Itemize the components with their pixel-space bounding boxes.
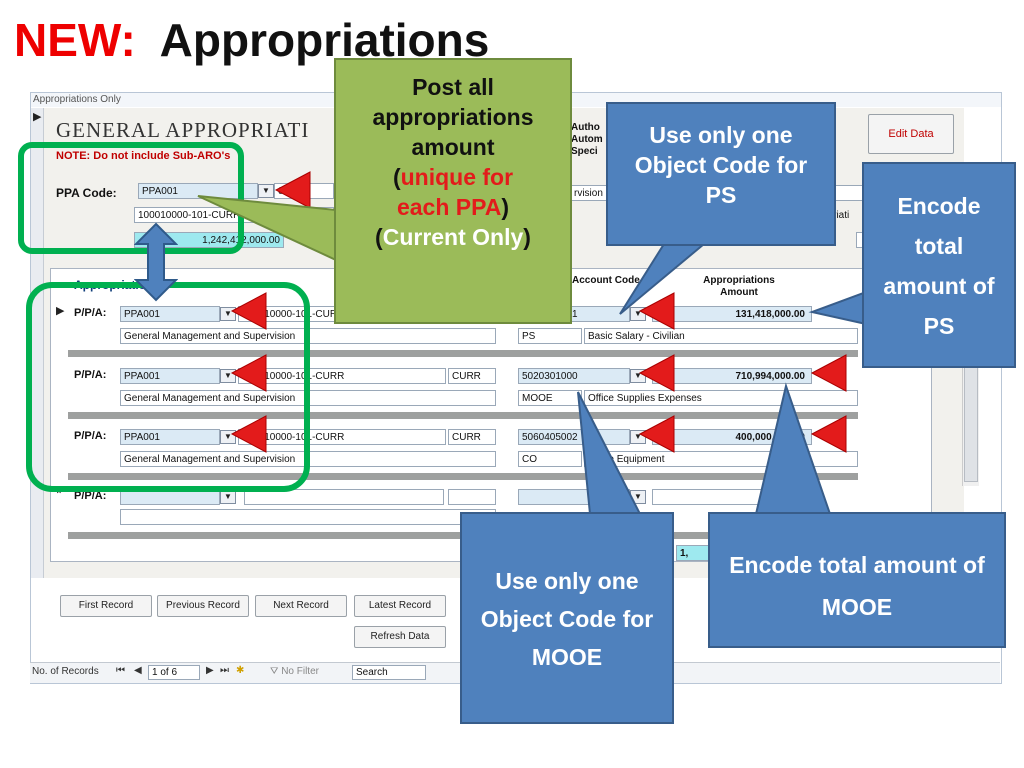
ps-object-code-callout: Use only one Object Code for PS xyxy=(606,102,836,246)
new-code-field[interactable] xyxy=(244,489,444,505)
row-ppa-field[interactable]: PPA001 xyxy=(120,368,220,384)
red-pointer-icon xyxy=(638,354,675,392)
row-ppa-field[interactable]: PPA001 xyxy=(120,429,220,445)
red-pointer-icon xyxy=(810,354,847,392)
row-ppa-label: P/P/A: xyxy=(74,490,107,502)
ps-amount-callout: Encode total amount of PS xyxy=(862,162,1016,368)
ppa-code-field[interactable]: PPA001 xyxy=(138,183,258,199)
red-pointer-icon xyxy=(810,415,847,453)
form-note: NOTE: Do not include Sub-ARO's xyxy=(56,150,231,162)
no-filter-indicator[interactable]: ⛛ No Filter xyxy=(270,666,319,677)
search-field[interactable]: Search xyxy=(352,665,426,680)
last-record-nav-icon[interactable]: ⏭ xyxy=(220,665,229,676)
row-pointer-icon: ▶ xyxy=(56,305,65,317)
row-ppa-label: P/P/A: xyxy=(74,369,107,381)
row-object-class: MOOE xyxy=(518,390,582,406)
red-pointer-icon xyxy=(230,354,267,392)
link-double-arrow-icon xyxy=(134,222,178,302)
mooe-amount-callout: Encode total amount of MOOE xyxy=(708,512,1006,648)
row-object-class: CO xyxy=(518,451,582,467)
red-pointer-icon xyxy=(638,292,675,330)
highlight-ppa-code-box xyxy=(18,142,244,254)
mooe-object-code-callout: Use only one Object Code for MOOE xyxy=(460,512,674,724)
right-label-1: Autho xyxy=(571,122,600,133)
red-pointer-icon xyxy=(638,415,675,453)
row-separator xyxy=(68,350,858,357)
post-appropriations-callout: Post all appropriations amount (unique f… xyxy=(334,58,572,324)
green-callout-tail xyxy=(197,195,337,262)
new-ppa-dropdown[interactable]: ▼ xyxy=(220,490,236,504)
row-fund-field[interactable]: CURR xyxy=(448,429,496,445)
new-record-star-icon: * xyxy=(56,485,62,502)
records-label: No. of Records xyxy=(32,666,99,677)
new-fund-field[interactable] xyxy=(448,489,496,505)
no-filter-label: No Filter xyxy=(281,666,319,677)
form-header-title: GENERAL APPROPRIATI xyxy=(56,118,310,142)
column-account-code: Account Code xyxy=(572,275,640,286)
ps-amount-callout-tail xyxy=(808,290,867,326)
slide-title-text: Appropriations xyxy=(159,14,490,66)
first-record-nav-icon[interactable]: ⏮ xyxy=(116,665,125,676)
callout-line-2: appropriations xyxy=(372,104,534,130)
previous-record-button[interactable]: Previous Record xyxy=(157,595,249,617)
row-separator xyxy=(68,473,858,480)
new-record-nav-icon[interactable]: ✱ xyxy=(236,665,245,676)
row-ppa-label: P/P/A: xyxy=(74,307,107,319)
row-object-desc: Basic Salary - Civilian xyxy=(584,328,858,344)
row-ppa-label: P/P/A: xyxy=(74,430,107,442)
ppa-code-label: PPA Code: xyxy=(56,186,117,200)
red-pointer-icon xyxy=(274,171,311,209)
record-selector[interactable]: ▶ xyxy=(31,108,44,578)
row-code-field[interactable]: 100010000-101-CURR xyxy=(238,368,446,384)
row-amount-field[interactable]: 131,418,000.00 xyxy=(652,306,812,322)
record-pointer-icon: ▶ xyxy=(33,111,42,123)
red-pointer-icon xyxy=(230,292,267,330)
callout-line-3: amount xyxy=(411,134,495,160)
ppa-dropdown-button[interactable]: ▼ xyxy=(258,184,274,198)
next-record-button[interactable]: Next Record xyxy=(255,595,347,617)
mooe-object-callout-tail xyxy=(577,391,642,515)
slide-title: NEW: Appropriations xyxy=(14,14,489,66)
slide-title-new: NEW: xyxy=(14,14,136,66)
row-ppa-field[interactable]: PPA001 xyxy=(120,306,220,322)
column-appropriations-amount: Appropriations Amount xyxy=(703,275,775,298)
row-amount-field[interactable]: 400,000,000.00 xyxy=(652,429,812,445)
next-record-nav-icon[interactable]: ▶ xyxy=(206,665,214,676)
red-pointer-icon xyxy=(230,415,267,453)
row-object-class: PS xyxy=(518,328,582,344)
first-record-button[interactable]: First Record xyxy=(60,595,152,617)
edit-data-button[interactable]: Edit Data xyxy=(868,114,954,154)
row-amount-field[interactable]: 710,994,000.00 xyxy=(652,368,812,384)
mooe-amount-callout-tail xyxy=(754,382,832,515)
callout-unique-text: unique for xyxy=(400,164,514,190)
row-object-code[interactable]: 5020301000 xyxy=(518,368,630,384)
refresh-data-button[interactable]: Refresh Data xyxy=(354,626,446,648)
callout-each-ppa-text: each PPA xyxy=(396,194,502,220)
callout-current-only-text: Current Only xyxy=(382,224,524,250)
latest-record-button[interactable]: Latest Record xyxy=(354,595,446,617)
row-fund-field[interactable]: CURR xyxy=(448,368,496,384)
row-separator xyxy=(68,412,858,419)
right-label-2: Autom xyxy=(571,134,603,145)
right-label-3: Speci xyxy=(571,146,598,157)
callout-line-1: Post all xyxy=(412,74,494,100)
callout-close-paren: ) xyxy=(501,194,510,220)
prev-record-nav-icon[interactable]: ◀ xyxy=(134,665,142,676)
callout-open-paren: ( xyxy=(392,164,401,190)
callout-current-close: ) xyxy=(523,224,531,250)
record-position-field[interactable]: 1 of 6 xyxy=(148,665,200,680)
callout-current-open: ( xyxy=(375,224,383,250)
